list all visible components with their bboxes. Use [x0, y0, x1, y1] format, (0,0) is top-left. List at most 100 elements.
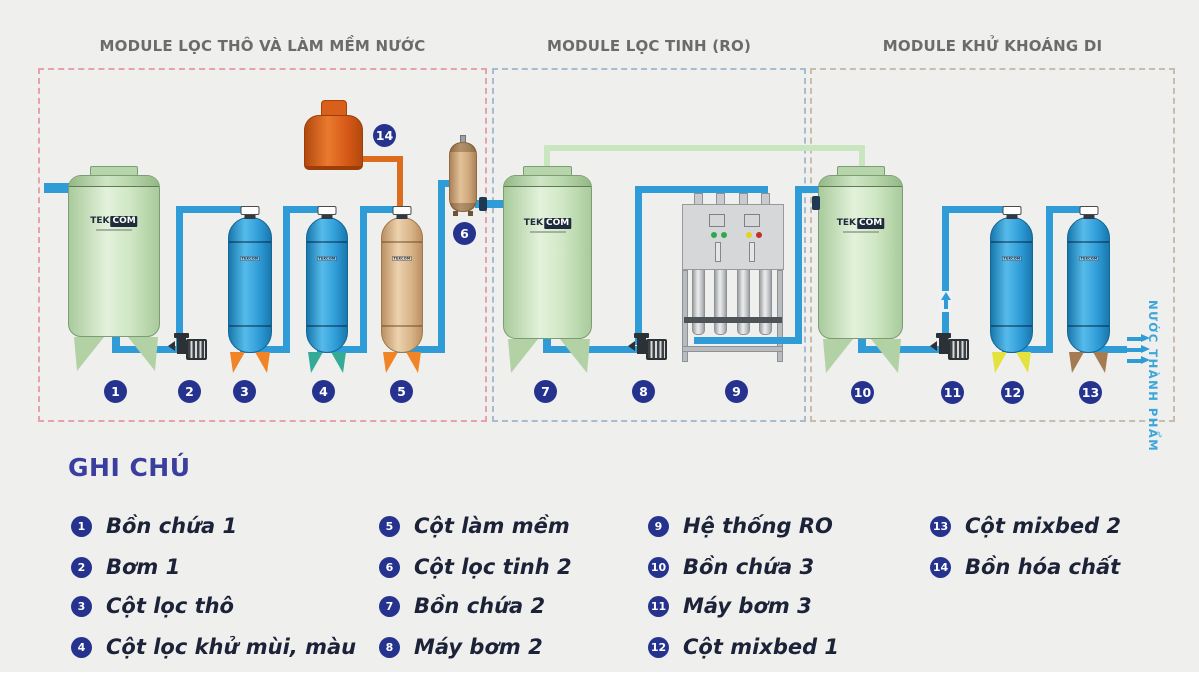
- column-neck: [1006, 214, 1017, 219]
- frame-bar: [684, 317, 782, 323]
- legend-label: Bồn hóa chất: [965, 555, 1121, 579]
- pump-head: [930, 333, 951, 354]
- pipe: [438, 180, 445, 353]
- permeate-pipe: [544, 147, 550, 167]
- diagram-badge-6: 6: [453, 222, 476, 245]
- pump-motor: [948, 339, 969, 360]
- legend-badge: 13: [930, 515, 951, 537]
- logo-tagline: [96, 229, 132, 231]
- legend-badge: 2: [71, 556, 92, 578]
- tekcom-mini-logo: TEKCOM: [392, 256, 412, 261]
- column-body: [449, 142, 477, 212]
- pipe: [283, 206, 327, 213]
- legend-label: Bơm 1: [106, 555, 181, 579]
- pipe: [694, 337, 802, 344]
- module-3-title: MODULE KHỬ KHOÁNG DI: [882, 37, 1103, 55]
- column-body: [990, 217, 1033, 353]
- legend-item-5: 5 Cột làm mềm: [379, 514, 570, 538]
- membrane-housing: [714, 268, 727, 335]
- legend-badge: 11: [648, 595, 669, 617]
- tekcom-mini-logo: TEKCOM: [240, 256, 260, 261]
- legend-label: Cột làm mềm: [414, 514, 570, 538]
- tekcom-mini-logo: TEKCOM: [1078, 256, 1099, 261]
- mixbed-column-2: TEKCOM: [1067, 206, 1110, 373]
- tank-lid: [504, 176, 591, 187]
- tekcom-mini-logo: TEKCOM: [1001, 256, 1022, 261]
- chemical-tank-cap: [321, 100, 347, 116]
- diagram-badge-2: 2: [178, 380, 201, 403]
- pipe: [395, 346, 445, 353]
- pump-2: [628, 333, 667, 362]
- legend-label: Hệ thống RO: [683, 514, 833, 538]
- diagram-badge-3: 3: [233, 380, 256, 403]
- bottom-margin: [0, 672, 1199, 684]
- chemical-pipe: [360, 156, 403, 162]
- legend-label: Bồn chứa 1: [106, 514, 238, 538]
- pipe: [795, 189, 802, 343]
- display-window: [709, 214, 725, 227]
- column-cap: [317, 206, 337, 215]
- column-neck: [396, 214, 408, 219]
- pipe: [317, 346, 367, 353]
- panel-slot: [749, 242, 755, 262]
- logo-tagline: [529, 231, 566, 233]
- indicator-light-yellow: [746, 232, 752, 238]
- legend-item-12: 12 Cột mixbed 1: [648, 635, 839, 659]
- column-body: [381, 217, 423, 353]
- legend-badge: 5: [379, 515, 400, 537]
- column-neck: [1083, 214, 1094, 219]
- membrane-housing: [737, 268, 750, 335]
- pipe: [543, 346, 637, 353]
- pipe: [360, 206, 405, 213]
- module-2-title: MODULE LỌC TINH (RO): [546, 37, 752, 55]
- pipe: [858, 339, 866, 351]
- legend-item-3: 3 Cột lọc thô: [71, 594, 234, 618]
- tank-cap: [837, 166, 885, 176]
- product-water-label: NƯỚC THÀNH PHẨM: [1146, 300, 1160, 453]
- pipe: [1046, 206, 1092, 213]
- column-body: [228, 217, 272, 353]
- legend-badge: 8: [379, 636, 400, 658]
- pump-head: [168, 333, 189, 354]
- legend-badge: 6: [379, 556, 400, 578]
- indicator-light-green: [711, 232, 717, 238]
- pipe-connector: [479, 197, 487, 211]
- column-cap: [392, 206, 412, 215]
- diagram-badge-13: 13: [1079, 381, 1102, 404]
- pipe: [1002, 346, 1053, 353]
- legend-item-14: 14 Bồn hóa chất: [930, 555, 1120, 579]
- legend-badge: 4: [71, 636, 92, 658]
- diagram-badge-7: 7: [534, 380, 557, 403]
- display-window: [744, 214, 760, 227]
- flow-arrow-right: [1127, 345, 1151, 354]
- frame-leg: [777, 270, 783, 362]
- pipe: [360, 209, 367, 353]
- legend-label: Máy bơm 3: [683, 594, 812, 618]
- logo-text: TEK: [836, 218, 857, 228]
- diagram-badge-14: 14: [373, 124, 396, 147]
- pump-head: [628, 333, 649, 354]
- column-foot: [453, 211, 458, 216]
- pipe: [240, 346, 290, 353]
- pipe: [112, 337, 120, 351]
- diagram-badge-4: 4: [312, 380, 335, 403]
- pump-3: [930, 333, 969, 362]
- logo-text: TEK: [90, 216, 110, 226]
- legend-item-9: 9 Hệ thống RO: [648, 514, 833, 538]
- diagram-badge-5: 5: [390, 380, 413, 403]
- module-2-box: [492, 68, 806, 422]
- legend-badge: 14: [930, 556, 951, 578]
- pipe: [795, 186, 820, 193]
- diagram-badge-8: 8: [632, 380, 655, 403]
- module-1-title: MODULE LỌC THÔ VÀ LÀM MỀM NƯỚC: [99, 37, 426, 55]
- pump-1: [168, 333, 207, 362]
- logo-tagline: [842, 231, 879, 233]
- pipe: [438, 180, 451, 187]
- panel-slot: [715, 242, 721, 262]
- diagram-badge-9: 9: [725, 380, 748, 403]
